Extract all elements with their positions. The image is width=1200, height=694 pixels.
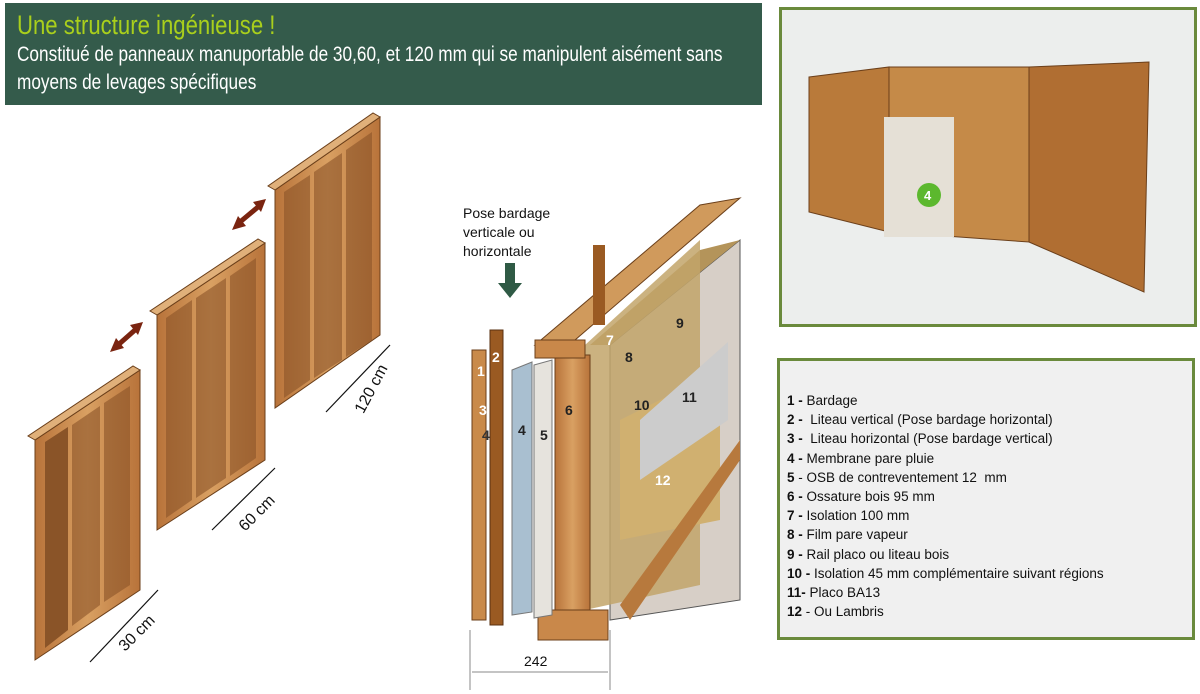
legend-text: - OSB de contreventement 12 mm (794, 469, 1007, 485)
panel-60cm (149, 238, 266, 531)
dimension-242 (469, 630, 611, 690)
svg-text:2: 2 (492, 349, 500, 365)
dimension-120cm: 120 cm (352, 362, 392, 416)
legend-number: 12 (787, 604, 803, 620)
panel-120cm (267, 112, 381, 409)
legend-number: 4 - (787, 450, 803, 466)
legend-text: Membrane pare pluie (802, 450, 935, 466)
legend-item: 11- Placo BA13 (787, 583, 1185, 602)
legend-text: Isolation 100 mm (802, 508, 910, 524)
legend-item: 9 - Rail placo ou liteau bois (787, 545, 1185, 564)
svg-text:6: 6 (565, 402, 573, 418)
legend-number: 1 - (787, 393, 803, 408)
legend-item: 2 - Liteau vertical (Pose bardage horizo… (787, 410, 1185, 429)
legend-item: 8 - Film pare vapeur (787, 525, 1185, 544)
legend-text: Liteau vertical (Pose bardage horizontal… (802, 412, 1053, 428)
header-banner: Une structure ingénieuse ! Constitué de … (5, 3, 762, 105)
svg-text:11: 11 (682, 389, 697, 405)
svg-text:12: 12 (655, 472, 671, 488)
legend-number: 5 (787, 469, 795, 485)
legend-item: 7 - Isolation 100 mm (787, 506, 1185, 525)
section-note-arrow-icon (498, 263, 522, 298)
svg-text:9: 9 (676, 315, 684, 331)
marker-circle (917, 183, 941, 207)
assembly-arrow-icon (110, 199, 266, 352)
wall-section (471, 197, 742, 641)
page-subtitle: Constitué de panneaux manuportable de 30… (17, 43, 723, 94)
legend-item: 5 - OSB de contreventement 12 mm (787, 468, 1185, 487)
legend-number: 9 - (787, 546, 803, 562)
svg-text:7: 7 (606, 332, 614, 348)
legend-item: 3 - Liteau horizontal (Pose bardage vert… (787, 429, 1185, 448)
legend-text: Isolation 45 mm complémentaire suivant r… (810, 565, 1104, 581)
legend-item: 6 - Ossature bois 95 mm (787, 487, 1185, 506)
marker-label: 4 (924, 188, 932, 203)
svg-text:4: 4 (518, 422, 526, 438)
svg-text:3: 3 (479, 402, 487, 418)
legend-text: Film pare vapeur (802, 527, 908, 543)
dimension-lines (89, 344, 391, 663)
legend-number: 11- (787, 585, 806, 601)
legend-number: 6 - (787, 489, 803, 505)
legend-text: Ossature bois 95 mm (802, 489, 935, 505)
svg-text:5: 5 (540, 427, 548, 443)
legend-text: Placo BA13 (805, 585, 881, 601)
legend-number: 10 - (787, 565, 811, 581)
legend-item: 1 - Bardage (787, 391, 1185, 410)
dimension-60cm: 60 cm (236, 492, 279, 535)
svg-text:4: 4 (482, 427, 490, 443)
legend-number: 7 - (787, 508, 803, 524)
house-frame-photo: 4 (779, 7, 1197, 327)
legend-text: - Ou Lambris (802, 604, 884, 620)
legend-item: 10 - Isolation 45 mm complémentaire suiv… (787, 564, 1185, 583)
section-labels: 1 2 3 4 4 5 6 7 8 9 10 11 12 (477, 315, 697, 488)
dimension-242-label: 242 (524, 653, 548, 669)
legend-text: Bardage (802, 393, 858, 408)
legend-item: 4 - Membrane pare pluie (787, 449, 1185, 468)
legend-text: Liteau horizontal (Pose bardage vertical… (802, 431, 1053, 447)
legend-item: 12 - Ou Lambris (787, 602, 1185, 621)
legend-number: 2 - (787, 412, 803, 428)
svg-text:10: 10 (634, 397, 650, 413)
legend-number: 8 - (787, 527, 803, 543)
panel-30cm (27, 365, 141, 661)
page-title: Une structure ingénieuse ! (17, 10, 276, 40)
legend-number: 3 - (787, 431, 803, 447)
legend-text: Rail placo ou liteau bois (802, 546, 950, 562)
svg-text:1: 1 (477, 363, 485, 379)
svg-text:8: 8 (625, 349, 633, 365)
dimension-30cm: 30 cm (116, 612, 159, 655)
